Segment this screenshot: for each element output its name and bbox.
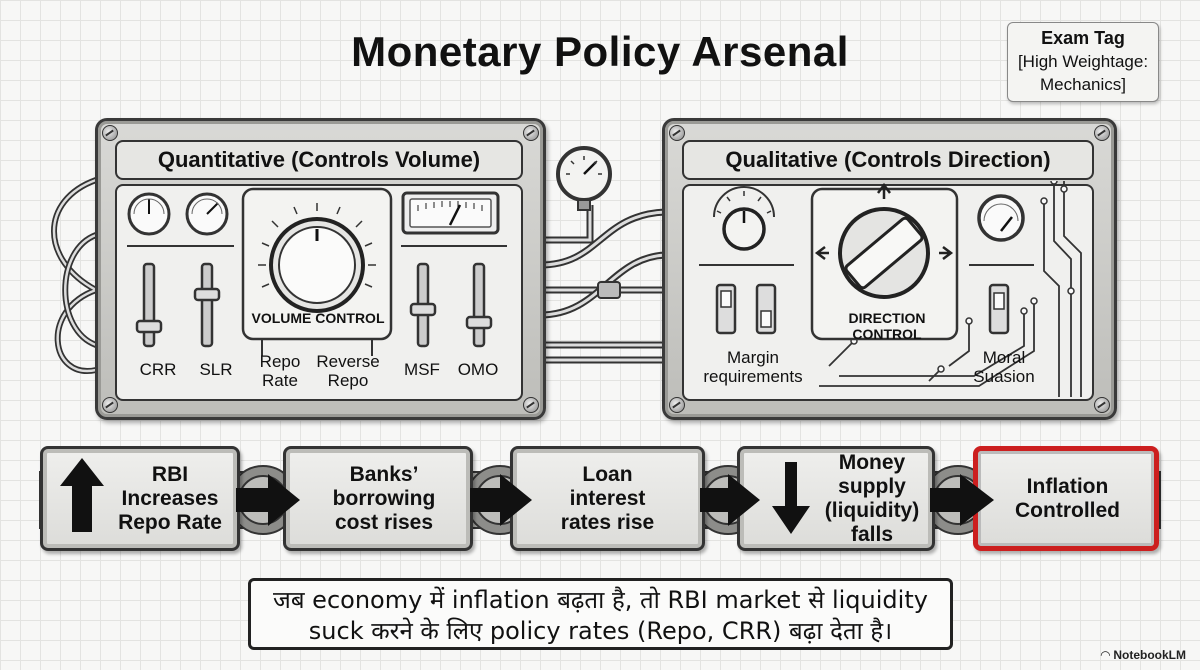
- flow-step-4-line3: (liquidity): [824, 499, 920, 522]
- meter-icon: [401, 191, 500, 235]
- volume-control-label: VOLUME CONTROL: [251, 310, 385, 326]
- repo-rate-line1: Repo: [259, 352, 301, 371]
- flow-step-3-line2: interest: [569, 487, 646, 510]
- qualitative-controls-art: [699, 181, 1082, 397]
- repo-rate-line2: Rate: [262, 371, 298, 390]
- quantitative-controls-art: [127, 187, 507, 356]
- right-arrow-icon: [236, 474, 994, 526]
- moral-line1: Moral: [982, 348, 1026, 367]
- flow-step-2-text: Banks’ borrowing cost rises: [300, 463, 468, 535]
- crr-slider: [135, 262, 163, 348]
- flow-step-3-line1: Loan: [582, 463, 633, 486]
- flow-step-4-line4: falls: [850, 523, 894, 546]
- moral-suasion-label: Moral Suasion: [968, 348, 1040, 386]
- screw-icon: [523, 125, 539, 141]
- screw-icon: [1094, 397, 1110, 413]
- flow-step-5-text: Inflation Controlled: [985, 475, 1150, 523]
- flow-step-4-line2: supply: [838, 475, 906, 498]
- qualitative-panel: Qualitative (Controls Direction): [662, 118, 1117, 420]
- screw-icon: [102, 125, 118, 141]
- flow-step-2-line3: cost rises: [334, 511, 434, 534]
- reverse-repo-line1: Reverse: [316, 352, 380, 371]
- omo-slider: [465, 262, 493, 348]
- screw-icon: [669, 125, 685, 141]
- quantitative-header: Quantitative (Controls Volume): [115, 140, 523, 180]
- flow-step-5-line2: Controlled: [1015, 499, 1120, 522]
- note-line2: suck करने के लिए policy rates (Repo, CRR…: [308, 617, 893, 645]
- brand-text: NotebookLM: [1113, 648, 1186, 662]
- screw-icon: [669, 397, 685, 413]
- brand-watermark: ◠ NotebookLM: [1101, 648, 1186, 662]
- flow-step-3: [510, 446, 705, 551]
- screw-icon: [523, 397, 539, 413]
- gauge-icon: [185, 192, 229, 236]
- flow-step-1-line1: RBI: [151, 463, 189, 486]
- screw-icon: [102, 397, 118, 413]
- omo-label: OMO: [457, 360, 499, 379]
- flow-step-4-text: Money supply (liquidity) falls: [812, 451, 932, 547]
- flow-step-2-line2: borrowing: [332, 487, 436, 510]
- flow-arrows: [60, 458, 994, 534]
- exam-tag: Exam Tag [High Weightage: Mechanics]: [1007, 22, 1159, 102]
- down-arrow-icon: [772, 462, 810, 534]
- flow-step-5: [973, 446, 1159, 551]
- direction-knob-icon: [814, 182, 954, 299]
- slr-label: SLR: [199, 360, 233, 379]
- direction-control-label: DIRECTION CONTROL: [848, 310, 926, 342]
- flow-step-4-line1: Money: [838, 451, 906, 474]
- flow-step-2-line1: Banks’: [349, 463, 419, 486]
- flow-step-5-line1: Inflation: [1026, 475, 1109, 498]
- msf-slider: [409, 262, 437, 348]
- moral-line2: Suasion: [973, 367, 1035, 386]
- flow-step-1-line2: Increases: [121, 487, 219, 510]
- margin-requirements-label: Margin requirements: [688, 348, 818, 386]
- screw-icon: [1094, 125, 1110, 141]
- flow-step-3-text: Loan interest rates rise: [520, 463, 695, 535]
- exam-tag-line1: [High Weightage:: [1017, 52, 1149, 71]
- reverse-repo-label: Reverse Repo: [308, 352, 388, 390]
- volume-knob-icon: [258, 203, 376, 313]
- margin-toggle-icon: [715, 283, 777, 335]
- page-title: Monetary Policy Arsenal: [351, 28, 849, 75]
- flow-step-4: [737, 446, 935, 551]
- crr-label: CRR: [139, 360, 177, 379]
- flow-step-2: [283, 446, 473, 551]
- flow-step-1-text: RBI Increases Repo Rate: [108, 463, 232, 535]
- flow-step-1-line3: Repo Rate: [118, 511, 222, 534]
- exam-tag-line2: Mechanics]: [1040, 75, 1126, 94]
- margin-knob-icon: [713, 186, 775, 251]
- reverse-repo-line2: Repo: [327, 371, 369, 390]
- exam-tag-heading: Exam Tag: [1041, 28, 1125, 48]
- msf-label: MSF: [404, 360, 440, 379]
- margin-line1: Margin: [727, 348, 779, 367]
- notebooklm-logo-icon: ◠: [1100, 648, 1114, 662]
- moral-gauge-icon: [977, 194, 1025, 242]
- gauge-icon: [127, 192, 171, 236]
- note-line1: जब economy में inflation बढ़ता है, तो RB…: [273, 586, 928, 614]
- margin-line2: requirements: [703, 367, 803, 386]
- up-arrow-icon: [60, 458, 104, 532]
- flow-step-3-line3: rates rise: [560, 511, 655, 534]
- hindi-note: जब economy में inflation बढ़ता है, तो RB…: [248, 578, 953, 650]
- qualitative-header: Qualitative (Controls Direction): [682, 140, 1094, 180]
- slr-slider: [193, 262, 221, 348]
- moral-toggle-icon: [988, 283, 1010, 335]
- repo-rate-label: Repo Rate: [245, 352, 315, 390]
